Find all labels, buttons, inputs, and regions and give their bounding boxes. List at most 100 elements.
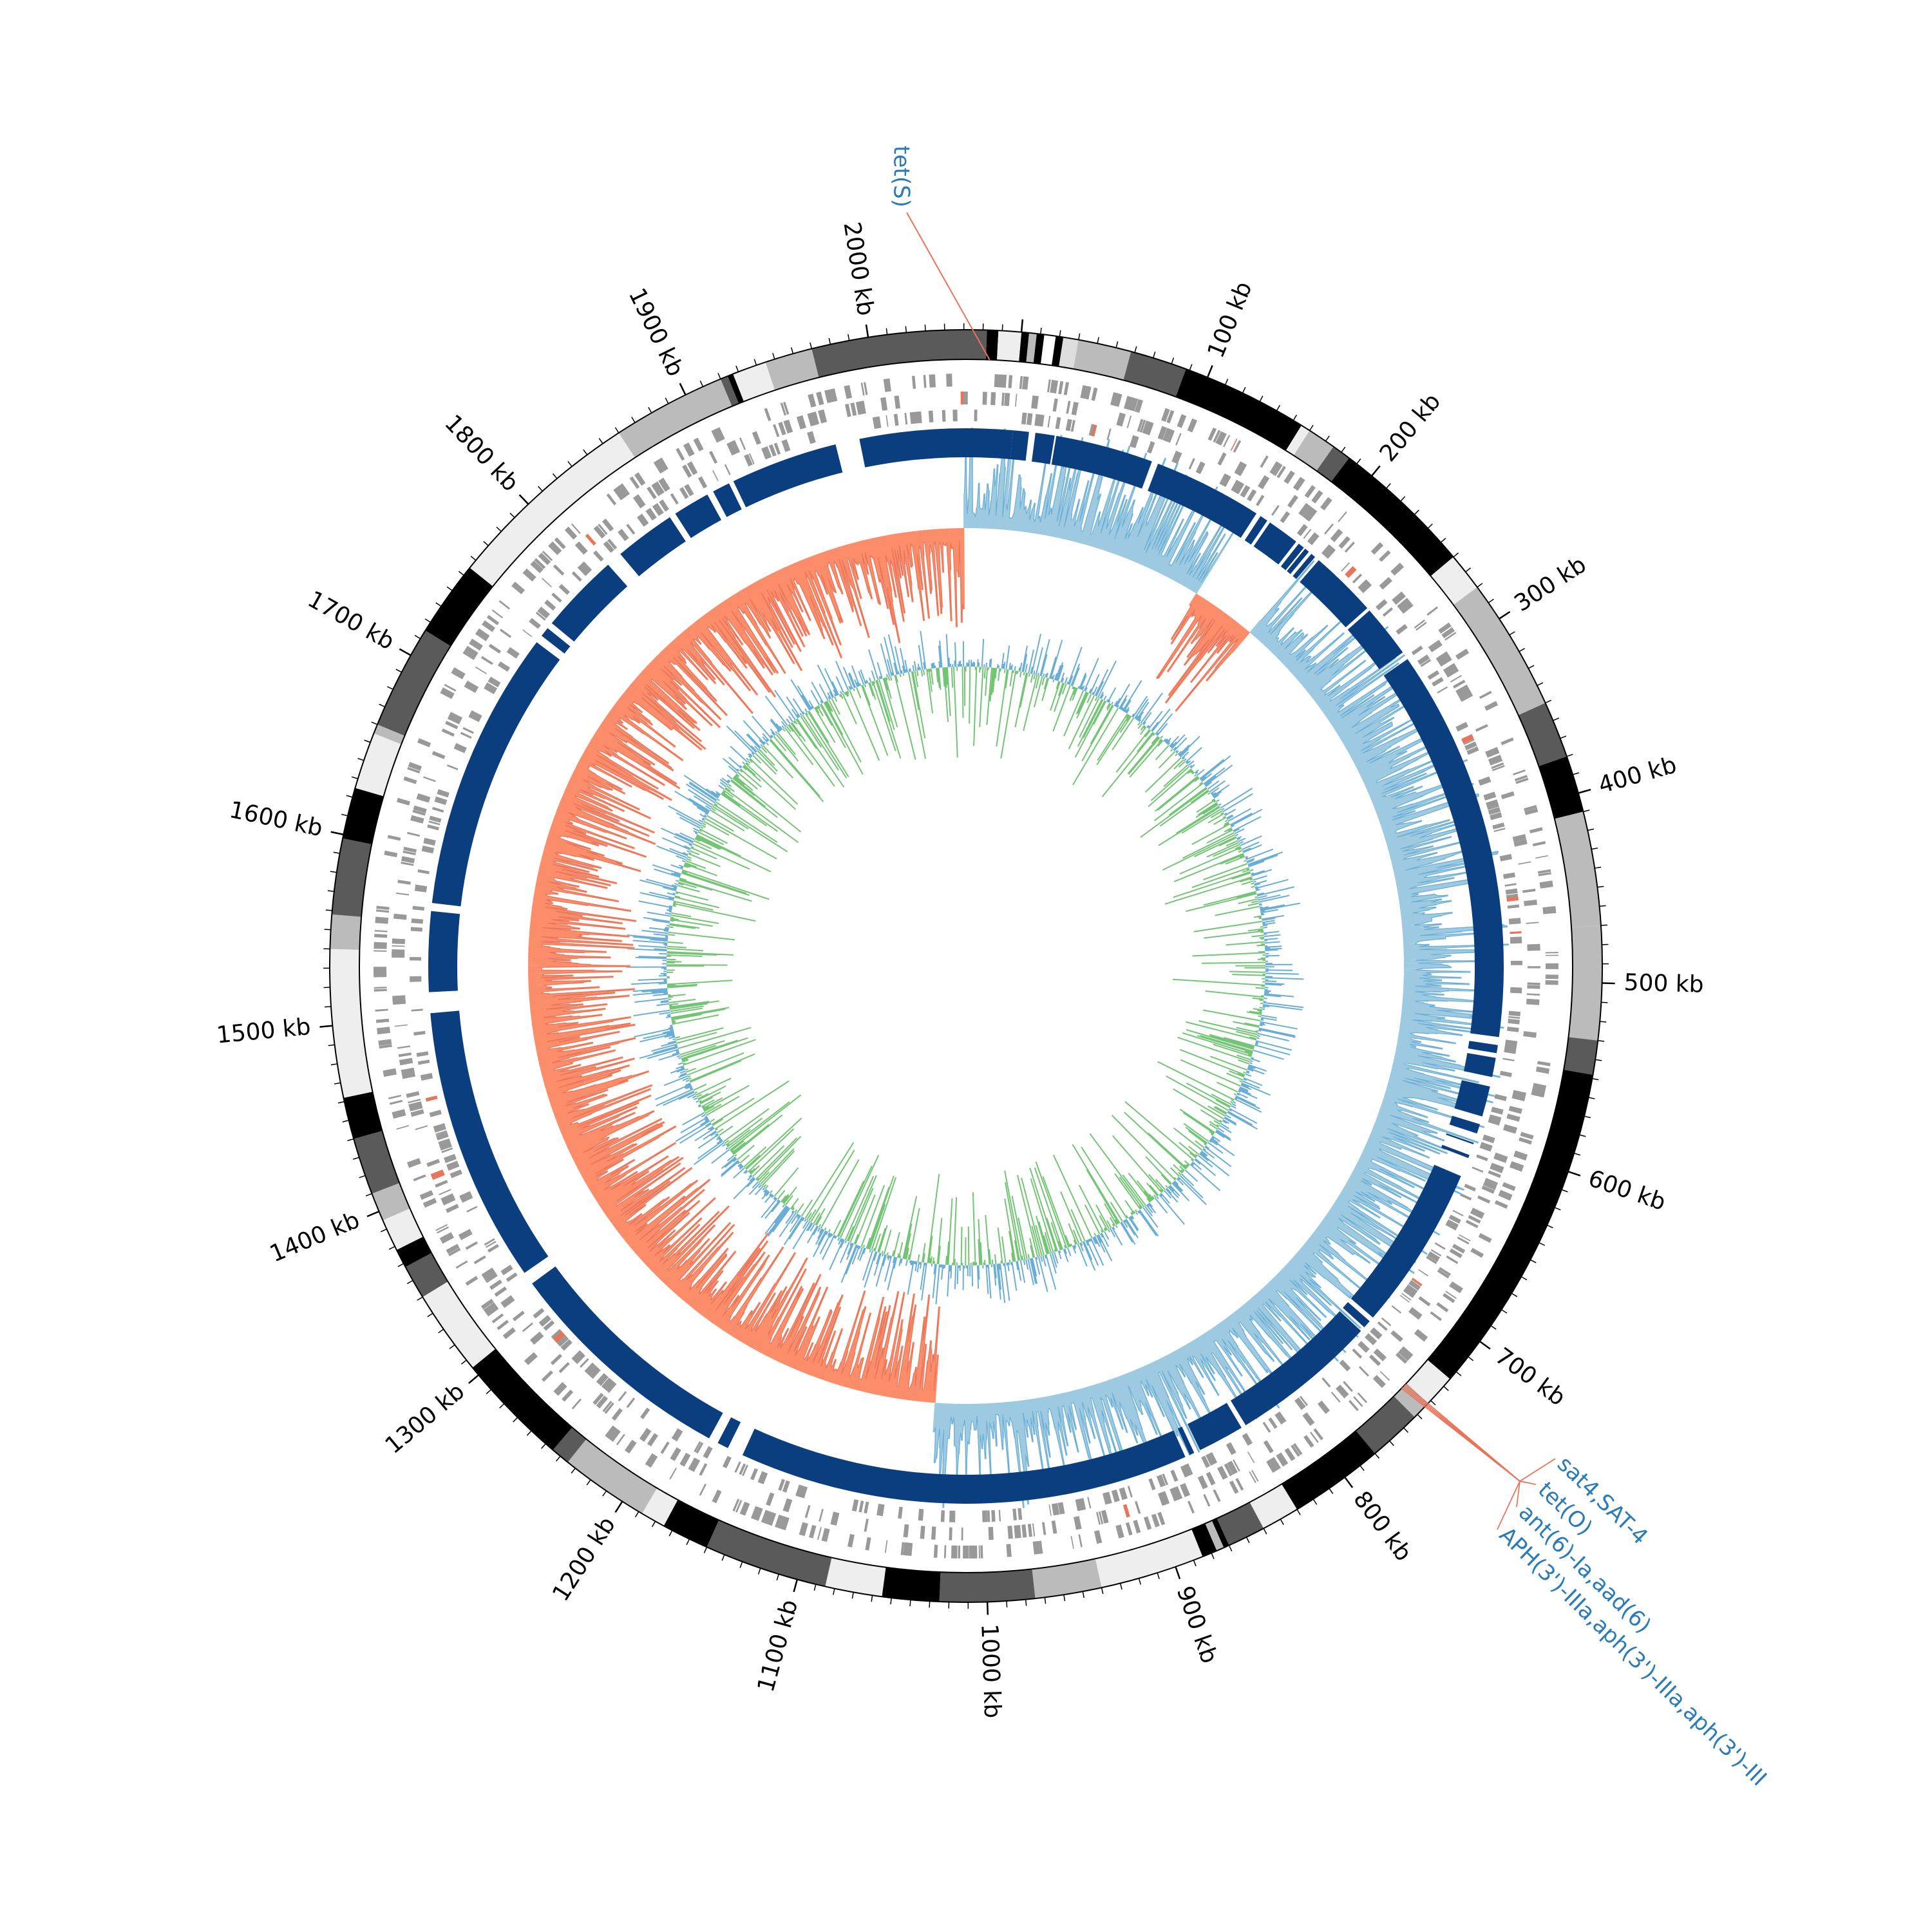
cds-feature — [1144, 421, 1154, 435]
cds-feature — [1382, 607, 1394, 617]
cds-feature — [844, 403, 851, 417]
scale-label: 1600 kb — [227, 797, 325, 842]
karyotype-band — [1453, 587, 1546, 715]
major-tick — [865, 324, 869, 337]
cds-feature — [1280, 511, 1291, 524]
minor-tick — [1153, 351, 1156, 358]
minor-tick — [1293, 414, 1298, 421]
cds-feature — [488, 643, 502, 654]
cds-feature — [392, 949, 405, 955]
cds-feature — [865, 1537, 871, 1551]
cds-feature — [1449, 1283, 1462, 1293]
cds-track — [374, 374, 1559, 1559]
cds-feature — [1418, 1296, 1431, 1307]
minor-tick — [1595, 866, 1602, 869]
cds-feature — [413, 1030, 426, 1036]
minor-tick — [357, 757, 365, 761]
cds-feature — [1377, 1321, 1388, 1331]
cds-feature — [1482, 1134, 1495, 1144]
minor-tick — [1356, 458, 1361, 464]
cds-feature — [1464, 741, 1477, 751]
cds-feature — [1545, 963, 1559, 969]
karyotype-band — [720, 375, 739, 406]
cds-feature — [1019, 375, 1023, 390]
cds-feature — [903, 1524, 909, 1538]
minor-tick — [929, 1601, 931, 1608]
karyotype-band — [882, 1567, 941, 1602]
contig-segment — [1383, 659, 1504, 1037]
contig-segment — [620, 517, 686, 576]
cds-feature — [808, 393, 817, 408]
cds-feature — [1535, 1066, 1550, 1074]
cds-feature — [1208, 427, 1217, 441]
minor-tick — [1592, 1078, 1599, 1081]
cds-feature — [1112, 1490, 1117, 1502]
minor-tick — [648, 407, 652, 413]
karyotype-band — [1191, 1523, 1217, 1557]
minor-tick — [346, 795, 353, 798]
cds-feature — [752, 431, 761, 445]
cds-feature — [1157, 426, 1168, 440]
cds-feature — [412, 810, 426, 816]
cds-feature — [1303, 529, 1312, 539]
cds-feature — [1177, 414, 1187, 428]
cds-feature — [1463, 739, 1475, 745]
cds-feature — [437, 789, 450, 798]
minor-tick — [1488, 598, 1494, 603]
karyotype-band — [1019, 332, 1029, 363]
cds-feature — [500, 1295, 515, 1309]
cds-feature — [407, 766, 421, 774]
cds-feature — [491, 1313, 504, 1323]
contig-segment — [1230, 1311, 1361, 1426]
cds-feature — [898, 1506, 903, 1519]
cds-feature — [1373, 1349, 1387, 1361]
cds-feature — [1439, 1267, 1452, 1276]
cds-feature — [423, 837, 436, 846]
cds-feature — [1434, 1242, 1446, 1250]
karyotype-band — [422, 1282, 496, 1368]
cds-feature — [469, 711, 482, 720]
cds-feature — [415, 885, 427, 890]
cds-feature — [1187, 1501, 1195, 1514]
cds-feature — [1446, 1255, 1459, 1264]
cds-feature — [739, 437, 746, 450]
cds-feature — [558, 583, 570, 595]
minor-tick — [1501, 1309, 1508, 1314]
cds-feature — [1291, 1444, 1300, 1457]
cds-feature — [699, 1483, 707, 1496]
cds-feature — [949, 374, 952, 387]
cds-feature — [729, 440, 741, 455]
cds-feature — [480, 656, 493, 665]
karyotype-band — [1406, 1359, 1450, 1404]
cds-feature — [1102, 1493, 1107, 1505]
minor-tick — [1468, 1356, 1474, 1361]
cds-feature — [374, 967, 387, 972]
cds-feature — [389, 1099, 403, 1105]
cds-feature — [1294, 1397, 1306, 1410]
cds-feature — [1510, 987, 1522, 994]
cds-feature — [1352, 573, 1363, 583]
cds-feature — [634, 472, 646, 486]
cds-feature — [1488, 810, 1501, 815]
cds-feature — [1488, 1117, 1501, 1126]
minor-tick — [586, 1479, 591, 1486]
cds-feature — [388, 1094, 402, 1099]
cds-feature — [1037, 414, 1045, 427]
cds-feature — [1509, 920, 1521, 925]
cds-feature — [1339, 1359, 1351, 1372]
contig-segment — [541, 628, 571, 654]
cds-feature — [1091, 387, 1098, 401]
cds-feature — [497, 1320, 509, 1331]
major-tick — [1371, 465, 1381, 477]
cds-feature — [1057, 1502, 1065, 1515]
cds-feature — [596, 1373, 609, 1387]
cds-feature — [480, 1298, 494, 1310]
cds-feature — [1256, 495, 1265, 506]
cds-feature — [541, 1370, 553, 1382]
minor-tick — [1138, 1578, 1141, 1585]
cds-feature — [542, 551, 553, 562]
cds-feature — [1143, 1516, 1152, 1530]
cds-feature — [458, 1229, 473, 1240]
minor-tick — [486, 1389, 492, 1394]
cds-feature — [602, 1401, 612, 1412]
